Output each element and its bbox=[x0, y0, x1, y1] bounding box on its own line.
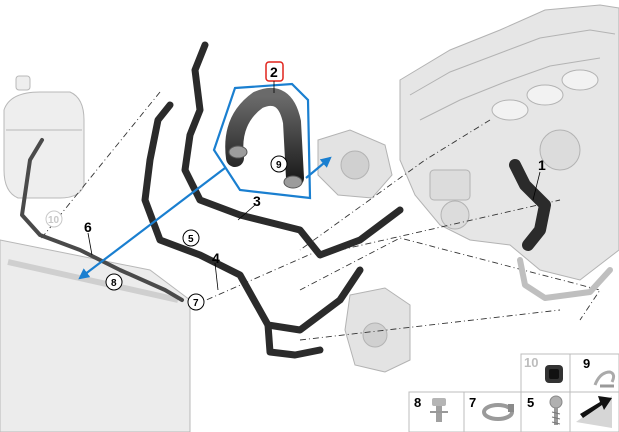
hose-part-2[interactable] bbox=[225, 87, 304, 189]
radiator bbox=[0, 239, 191, 432]
legend-item-10-label: 10 bbox=[524, 355, 538, 370]
circled-callout-7[interactable]: 7 bbox=[187, 293, 205, 311]
callout-6-label: 6 bbox=[84, 219, 92, 235]
hose-clamp-icon bbox=[482, 403, 514, 421]
water-pump bbox=[317, 129, 393, 199]
circled-callout-5-label: 5 bbox=[188, 234, 194, 245]
callout-4-label: 4 bbox=[212, 250, 220, 266]
legend-item-5[interactable]: 5 bbox=[527, 395, 563, 425]
legend-item-7-label: 7 bbox=[469, 395, 476, 410]
legend-item-9-label: 9 bbox=[583, 356, 590, 371]
hose-clip-icon bbox=[593, 370, 616, 388]
circled-callout-8-label: 8 bbox=[111, 278, 117, 289]
legend-item-7[interactable]: 7 bbox=[469, 395, 514, 421]
screw-icon bbox=[549, 395, 563, 425]
circled-callout-9[interactable]: 9 bbox=[270, 155, 288, 173]
legend-item-9[interactable]: 9 bbox=[583, 356, 616, 388]
parts-legend: 10 9 8 7 bbox=[408, 353, 619, 432]
hose-routing bbox=[20, 41, 613, 359]
circled-callout-8[interactable]: 8 bbox=[105, 273, 123, 291]
legend-item-8[interactable]: 8 bbox=[414, 395, 448, 422]
thermostat-housing bbox=[344, 287, 411, 373]
snap-clip-icon bbox=[430, 398, 448, 422]
legend-item-5-label: 5 bbox=[527, 395, 534, 410]
callout-1-label: 1 bbox=[538, 157, 546, 173]
rubber-grommet-icon bbox=[545, 365, 563, 383]
legend-item-10[interactable]: 10 bbox=[524, 355, 563, 383]
legend-item-arrow[interactable] bbox=[576, 396, 612, 428]
circled-callout-7-label: 7 bbox=[193, 298, 199, 309]
engine-block bbox=[399, 4, 619, 281]
callout-2[interactable]: 2 bbox=[265, 61, 284, 93]
callout-6[interactable]: 6 bbox=[84, 219, 93, 256]
highlight-box bbox=[212, 82, 312, 200]
callout-2-label: 2 bbox=[270, 64, 278, 80]
circled-callout-10-label: 10 bbox=[48, 215, 60, 226]
callout-3[interactable]: 3 bbox=[237, 193, 261, 221]
circled-callout-9-label: 9 bbox=[276, 160, 282, 171]
callout-1[interactable]: 1 bbox=[532, 157, 546, 201]
direction-arrows bbox=[78, 156, 332, 280]
circled-callout-5[interactable]: 5 bbox=[182, 229, 200, 247]
callout-4[interactable]: 4 bbox=[212, 250, 220, 291]
expansion-tank bbox=[3, 75, 85, 199]
legend-item-8-label: 8 bbox=[414, 395, 421, 410]
circled-callout-10[interactable]: 10 bbox=[45, 210, 63, 228]
direction-arrow-icon bbox=[576, 396, 612, 428]
callout-3-label: 3 bbox=[253, 193, 261, 209]
